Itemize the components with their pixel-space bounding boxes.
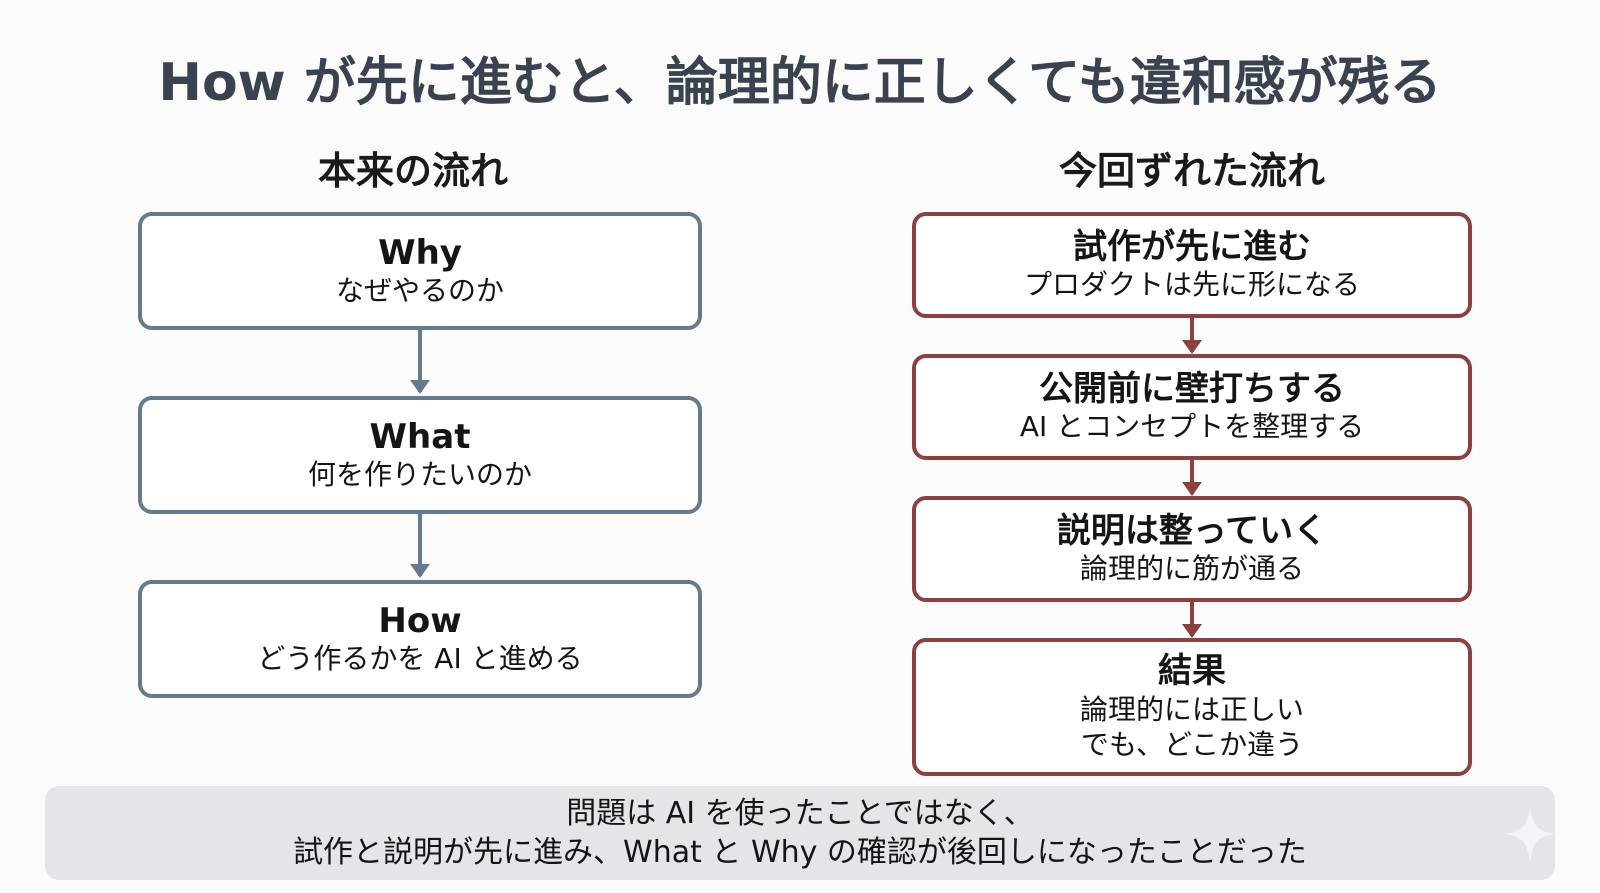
arrow-down-icon [1182, 318, 1202, 354]
step-sub: プロダクトは先に形になる [1023, 268, 1360, 302]
slide-title: How が先に進むと、論理的に正しくても違和感が残る [158, 53, 1442, 113]
flow-step-what: What 何を作りたいのか [138, 396, 702, 514]
flow-step-why: Why なぜやるのか [138, 212, 702, 330]
flow-step-how: How どう作るかを AI と進める [138, 580, 702, 698]
left-column-heading: 本来の流れ [317, 149, 508, 193]
flow-step-sounding: 公開前に壁打ちする AI とコンセプトを整理する [912, 354, 1472, 460]
step-head: How [378, 600, 462, 641]
step-sub-2: でも、どこか違う [1080, 727, 1304, 761]
arrow-down-icon [410, 514, 430, 578]
conclusion-banner: 問題は AI を使ったことではなく、 試作と説明が先に進み、What と Why… [45, 786, 1555, 880]
step-head: 試作が先に進む [1073, 226, 1311, 267]
flow-step-prototype: 試作が先に進む プロダクトは先に形になる [912, 212, 1472, 318]
step-head: What [369, 416, 471, 457]
step-head: 説明は整っていく [1056, 510, 1328, 551]
arrow-down-icon [1182, 460, 1202, 496]
step-head: 公開前に壁打ちする [1039, 368, 1345, 409]
step-head: 結果 [1158, 651, 1226, 692]
arrow-down-icon [410, 330, 430, 394]
step-sub: 論理的には正しい [1079, 692, 1304, 726]
conclusion-line-2: 試作と説明が先に進み、What と Why の確認が後回しになったことだった [293, 835, 1307, 870]
flow-step-explanation: 説明は整っていく 論理的に筋が通る [912, 496, 1472, 602]
step-sub: なぜやるのか [335, 274, 504, 308]
conclusion-line-1: 問題は AI を使ったことではなく、 [566, 796, 1034, 831]
right-column-heading: 今回ずれた流れ [1058, 149, 1325, 193]
sparkle-icon [1505, 806, 1555, 862]
step-head: Why [378, 232, 462, 273]
flow-step-result: 結果 論理的には正しい でも、どこか違う [912, 638, 1472, 776]
step-sub: 何を作りたいのか [307, 458, 532, 492]
step-sub: どう作るかを AI と進める [257, 642, 583, 676]
step-sub: AI とコンセプトを整理する [1019, 410, 1365, 444]
arrow-down-icon [1182, 602, 1202, 638]
step-sub: 論理的に筋が通る [1079, 552, 1304, 586]
